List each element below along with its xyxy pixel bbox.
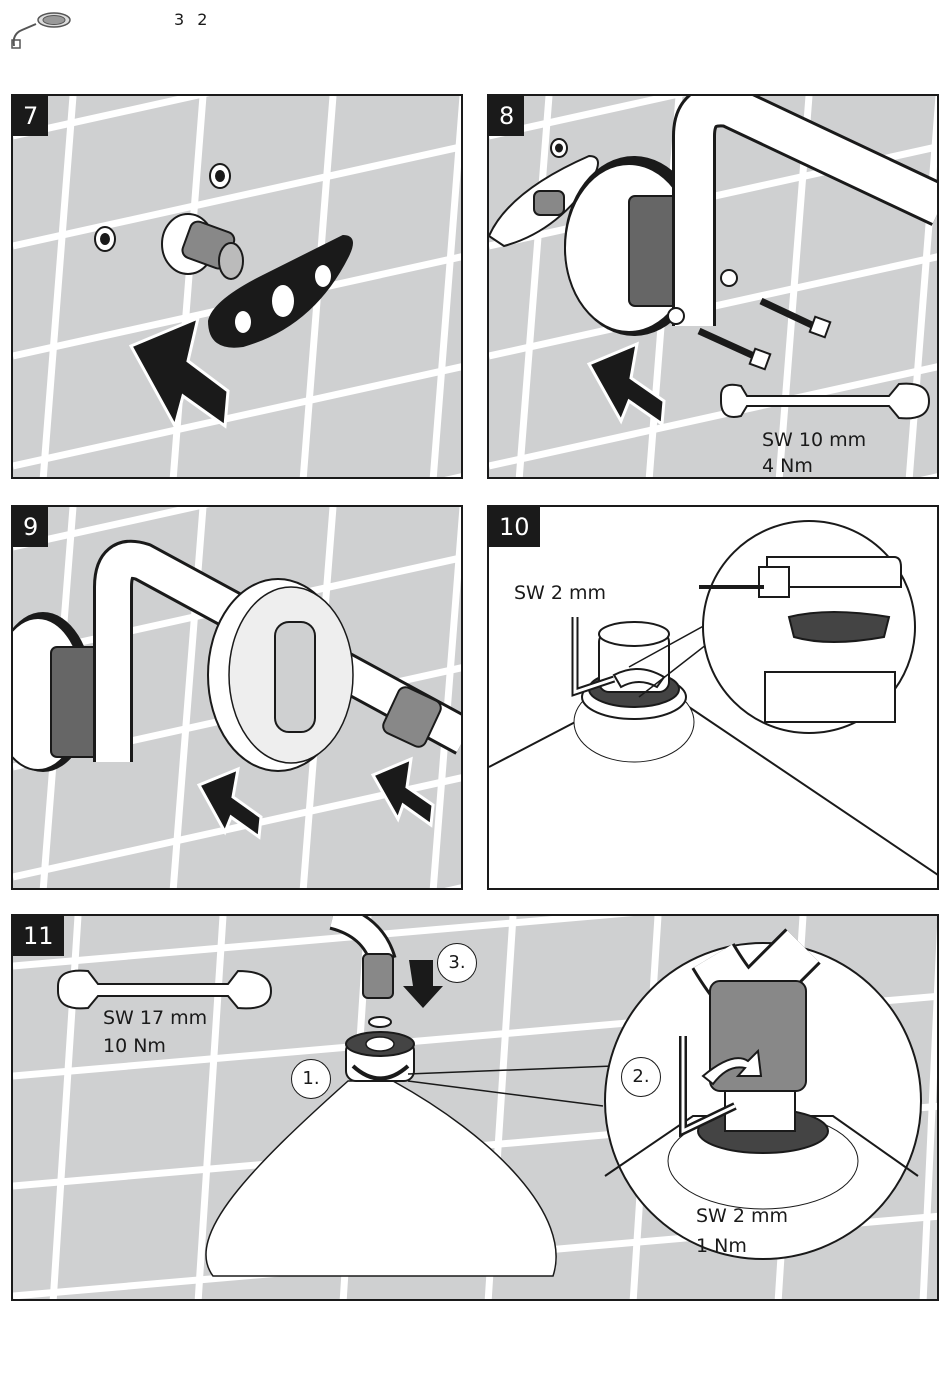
step-11-illustration — [13, 916, 939, 1301]
step-9-illustration — [13, 507, 463, 890]
wall-connector-icon — [162, 214, 243, 279]
pipe-icon — [333, 916, 393, 998]
step-number: 7 — [13, 96, 48, 136]
step-10-illustration — [489, 507, 939, 890]
screw-icon — [699, 301, 830, 369]
sub-step-1-marker: 1. — [291, 1059, 331, 1099]
step-8-panel: SW 10 mm 4 Nm 8 — [487, 94, 939, 479]
step-number: 9 — [13, 507, 48, 547]
sub-step-3-marker: 3. — [437, 943, 477, 983]
step-number: 10 — [489, 507, 540, 547]
sub-step-2-marker: 2. — [621, 1057, 661, 1097]
step-10-panel: SW 2 mm 10 — [487, 505, 939, 890]
step-11-panel: SW 17 mm 10 Nm SW 2 mm 1 Nm 1. 2. 3. 11 — [11, 914, 939, 1301]
pipe-icon — [694, 105, 939, 326]
page-header: 3 2 — [0, 0, 950, 60]
hex-torque-label: 1 Nm — [696, 1232, 747, 1260]
wrench-torque-label: 10 Nm — [103, 1032, 166, 1060]
tool-size-label: SW 2 mm — [514, 579, 606, 607]
wrench-icon — [58, 971, 271, 1009]
wrench-size-label: SW 17 mm — [103, 1004, 207, 1032]
step-number: 11 — [13, 916, 64, 956]
hex-size-label: SW 2 mm — [696, 1202, 788, 1230]
step-8-illustration — [489, 96, 939, 479]
step-number: 8 — [489, 96, 524, 136]
step-9-panel: 9 — [11, 505, 463, 890]
rosette-icon — [208, 579, 353, 771]
shower-head-icon — [8, 6, 72, 54]
arrow-icon — [589, 344, 664, 424]
step-7-panel: 7 — [11, 94, 463, 479]
tool-size-label: SW 10 mm — [762, 426, 866, 454]
torque-label: 4 Nm — [762, 452, 813, 479]
step-7-illustration — [13, 96, 463, 479]
page-number: 3 2 — [174, 10, 211, 29]
